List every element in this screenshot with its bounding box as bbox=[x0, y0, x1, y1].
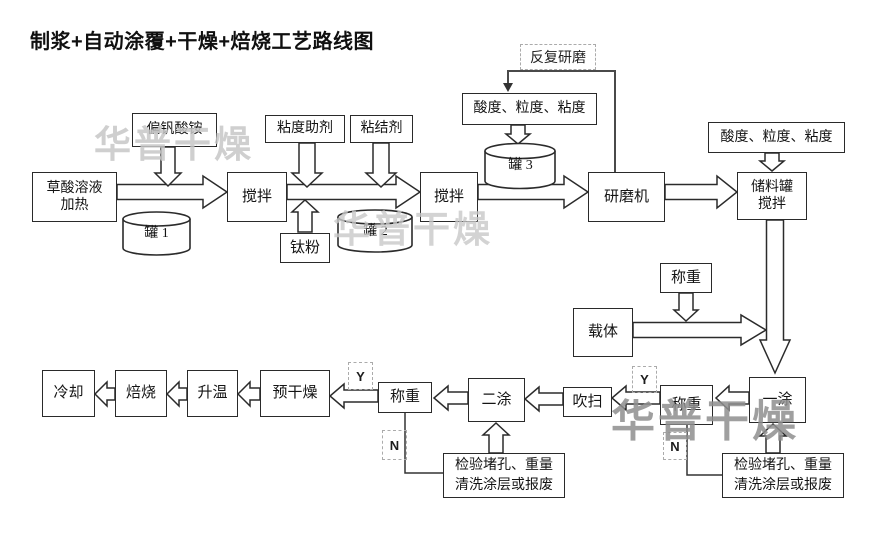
cool-box: 冷却 bbox=[42, 370, 95, 417]
grinder-box: 研磨机 bbox=[588, 172, 665, 222]
feed-powder-box: 偏钒酸铵 bbox=[132, 113, 217, 147]
tank-3-cylinder-body bbox=[484, 151, 556, 190]
line-regrind-feedback bbox=[507, 70, 616, 172]
predry-box: 预干燥 bbox=[260, 370, 330, 417]
line-weigh-left-no-branch bbox=[404, 413, 443, 474]
tank-1-cylinder-body bbox=[122, 219, 191, 256]
viscosity-aid-box: 粘度助剂 bbox=[265, 115, 345, 143]
oxalic-heating-box: 草酸溶液 加热 bbox=[32, 172, 117, 222]
tank-2-cylinder-top bbox=[337, 209, 413, 225]
arrow-binder-down bbox=[364, 142, 398, 189]
weigh-box-right: 称重 bbox=[660, 385, 713, 425]
arrow-grinder-to-storage bbox=[664, 174, 739, 210]
arrow-titanium-up bbox=[290, 198, 320, 233]
tank-3-cylinder-top bbox=[484, 142, 556, 160]
stir-box-1: 搅拌 bbox=[227, 172, 287, 222]
arrow-predry-to-heatup bbox=[236, 380, 261, 408]
regrind-label-box: 反复研磨 bbox=[520, 44, 596, 70]
arrow-inspect-to-coat1 bbox=[758, 422, 788, 454]
heat-up-box: 升温 bbox=[187, 370, 238, 417]
line-weigh-right-no-branch bbox=[686, 425, 722, 476]
first-coat-box: 一涂 bbox=[749, 377, 806, 423]
arrow-inspect-to-coat2 bbox=[481, 421, 511, 454]
yes-label-left: Y bbox=[348, 362, 373, 390]
arrow-coat1-to-weigh-right bbox=[714, 384, 750, 412]
binder-box: 粘结剂 bbox=[350, 115, 413, 143]
stir-box-2: 搅拌 bbox=[420, 172, 478, 222]
arrow-viscosity-down bbox=[290, 142, 324, 189]
line-regrind-feedback-arrowhead bbox=[503, 83, 513, 92]
arrow-storage-to-coat1 bbox=[758, 219, 792, 375]
page-title: 制浆+自动涂覆+干燥+焙烧工艺路线图 bbox=[30, 31, 375, 53]
arrow-quality-to-storage bbox=[757, 152, 787, 172]
quality-check-box-right: 酸度、粒度、粘度 bbox=[708, 122, 845, 153]
arrow-blow-to-coat2 bbox=[523, 385, 564, 413]
weigh-box-carrier: 称重 bbox=[660, 263, 712, 293]
no-label-right: N bbox=[663, 432, 687, 460]
tank-1-cylinder-top bbox=[122, 211, 191, 227]
arrow-weigh-mid-down bbox=[672, 292, 700, 323]
arrow-carrier-merge bbox=[632, 313, 768, 347]
inspect-box-right: 检验堵孔、重量 清洗涂层或报废 bbox=[722, 453, 844, 498]
inspect-box-left: 检验堵孔、重量 清洗涂层或报废 bbox=[443, 453, 565, 498]
arrow-heatup-to-roast bbox=[165, 380, 188, 408]
tank-3-label: 罐 3 bbox=[508, 158, 533, 173]
arrow-feed-down bbox=[153, 146, 183, 188]
tank-2-label: 罐 2 bbox=[363, 224, 388, 239]
tank-2-cylinder-body bbox=[337, 217, 413, 253]
arrow-roast-to-cool bbox=[93, 380, 116, 408]
weigh-box-left: 称重 bbox=[378, 382, 432, 413]
yes-label-right: Y bbox=[632, 366, 657, 393]
titanium-powder-box: 钛粉 bbox=[280, 233, 330, 263]
no-label-left: N bbox=[382, 430, 407, 460]
blow-purge-box: 吹扫 bbox=[563, 387, 612, 417]
arrow-coat2-to-weigh-left bbox=[432, 384, 469, 412]
arrow-weigh-left-to-predry bbox=[328, 382, 379, 410]
tank-1-label: 罐 1 bbox=[144, 226, 169, 241]
second-coat-box: 二涂 bbox=[468, 378, 525, 422]
arrow-quality-to-tank3 bbox=[503, 124, 533, 145]
quality-check-box-left: 酸度、粒度、粘度 bbox=[462, 93, 597, 125]
arrow-stir2-to-grinder bbox=[477, 174, 590, 210]
roast-box: 焙烧 bbox=[115, 370, 167, 417]
storage-tank-stir-box: 储料罐 搅拌 bbox=[737, 172, 807, 220]
carrier-box: 载体 bbox=[573, 308, 633, 357]
arrow-oxalic-to-stir1 bbox=[116, 174, 229, 210]
